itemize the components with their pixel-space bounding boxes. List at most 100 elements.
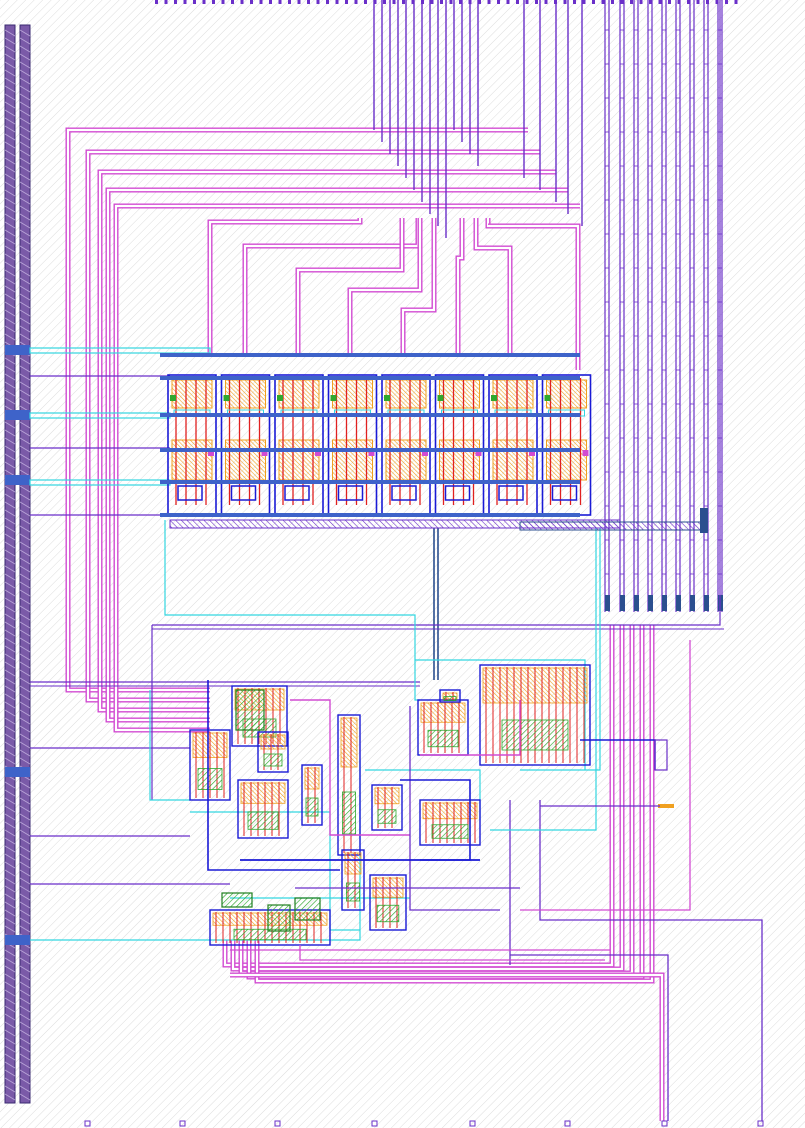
cluster-diff — [420, 702, 466, 723]
rail-hatch — [19, 749, 31, 757]
top-pin — [734, 0, 738, 4]
cluster-well — [501, 719, 569, 751]
rail-hatch — [19, 141, 31, 149]
top-pin — [497, 0, 500, 4]
rail-tap — [5, 345, 30, 355]
drop-bus-4-inner — [255, 625, 654, 983]
rail-hatch — [19, 797, 31, 805]
hook-4-inner — [401, 218, 436, 355]
top-pin — [421, 0, 424, 4]
rail-hatch — [4, 973, 16, 981]
rail-hatch — [4, 877, 16, 885]
rail-hatch — [19, 877, 31, 885]
rail-hatch — [4, 317, 16, 325]
cell-column-0 — [167, 374, 217, 516]
rail-hatch — [4, 957, 16, 965]
rail-hatch — [19, 541, 31, 549]
rail-hatch — [4, 1029, 16, 1037]
rail-hatch — [4, 245, 16, 253]
cell-diffusion-bot — [332, 439, 373, 481]
rail-hatch — [4, 629, 16, 637]
bus-via — [662, 595, 667, 611]
rail-hatch — [4, 893, 16, 901]
rail-hatch — [19, 661, 31, 669]
logic-cluster-3 — [237, 779, 289, 839]
cluster-well — [431, 824, 469, 839]
rail-hatch — [4, 253, 16, 261]
logic-cluster-2 — [257, 731, 289, 773]
rail-hatch — [4, 1061, 16, 1069]
rail-hatch — [4, 1037, 16, 1045]
drop-bus-0-inner — [223, 625, 614, 967]
top-pin — [544, 0, 548, 4]
rail-hatch — [19, 325, 31, 333]
rail-hatch — [19, 1037, 31, 1045]
rail-hatch — [19, 453, 31, 461]
rail-hatch — [19, 821, 31, 829]
rail-hatch — [4, 157, 16, 165]
bus-via — [704, 595, 709, 611]
rail-hatch — [4, 621, 16, 629]
logic-cluster-9 — [417, 699, 469, 756]
cell-rail — [160, 513, 580, 517]
rail-hatch — [4, 445, 16, 453]
rail-hatch — [4, 517, 16, 525]
rail-hatch — [4, 693, 16, 701]
rail-hatch — [19, 557, 31, 565]
rail-hatch — [19, 197, 31, 205]
metal2-routes — [30, 0, 763, 1121]
top-pin — [563, 0, 567, 4]
rail-hatch — [19, 525, 31, 533]
rail-hatch — [4, 141, 16, 149]
rail-hatch — [19, 485, 31, 493]
drop-bus-1-inner — [231, 625, 624, 971]
top-pin — [582, 0, 586, 4]
rail-hatch — [19, 813, 31, 821]
cluster-outline — [301, 764, 323, 826]
rail-hatch — [19, 1053, 31, 1061]
rail-hatch — [4, 109, 16, 117]
rail-hatch — [4, 165, 16, 173]
rail-hatch — [19, 157, 31, 165]
logic-cluster-13 — [439, 689, 461, 703]
rail-hatch — [19, 701, 31, 709]
rail-hatch — [4, 133, 16, 141]
cluster-diff — [260, 734, 286, 750]
cell-nwell — [170, 395, 176, 401]
lg-m3-a — [290, 699, 410, 836]
cluster-well — [247, 811, 279, 830]
rail-hatch — [19, 693, 31, 701]
route-loop-2-inner — [98, 170, 556, 712]
rail-hatch — [4, 29, 16, 37]
top-pin — [668, 0, 671, 4]
rail-hatch — [4, 77, 16, 85]
cluster-diff — [304, 767, 320, 790]
rail-hatch — [4, 1021, 16, 1029]
rail-hatch — [19, 533, 31, 541]
rail-hatch — [19, 613, 31, 621]
cluster-well — [197, 768, 223, 790]
power-device-2 — [294, 897, 321, 921]
rail-hatch — [4, 709, 16, 717]
rail-hatch — [4, 453, 16, 461]
rail-hatch — [4, 309, 16, 317]
hook-right-inner — [488, 224, 580, 370]
top-pin — [639, 0, 643, 4]
top-pin — [174, 0, 177, 4]
cluster-diff — [344, 852, 362, 875]
bottom-pin — [757, 1120, 764, 1127]
rail-hatch — [19, 1093, 31, 1101]
logic-cluster-8 — [371, 784, 403, 831]
cell-pin — [261, 450, 268, 456]
rail-hatch — [19, 989, 31, 997]
cell-m1-out — [177, 485, 203, 501]
rail-hatch — [19, 101, 31, 109]
top-pin — [288, 0, 291, 4]
rail-hatch — [19, 949, 31, 957]
rail-hatch — [19, 869, 31, 877]
rail-hatch — [19, 1045, 31, 1053]
top-pin — [392, 0, 396, 4]
cell-pin — [208, 450, 214, 456]
rail-hatch — [19, 605, 31, 613]
